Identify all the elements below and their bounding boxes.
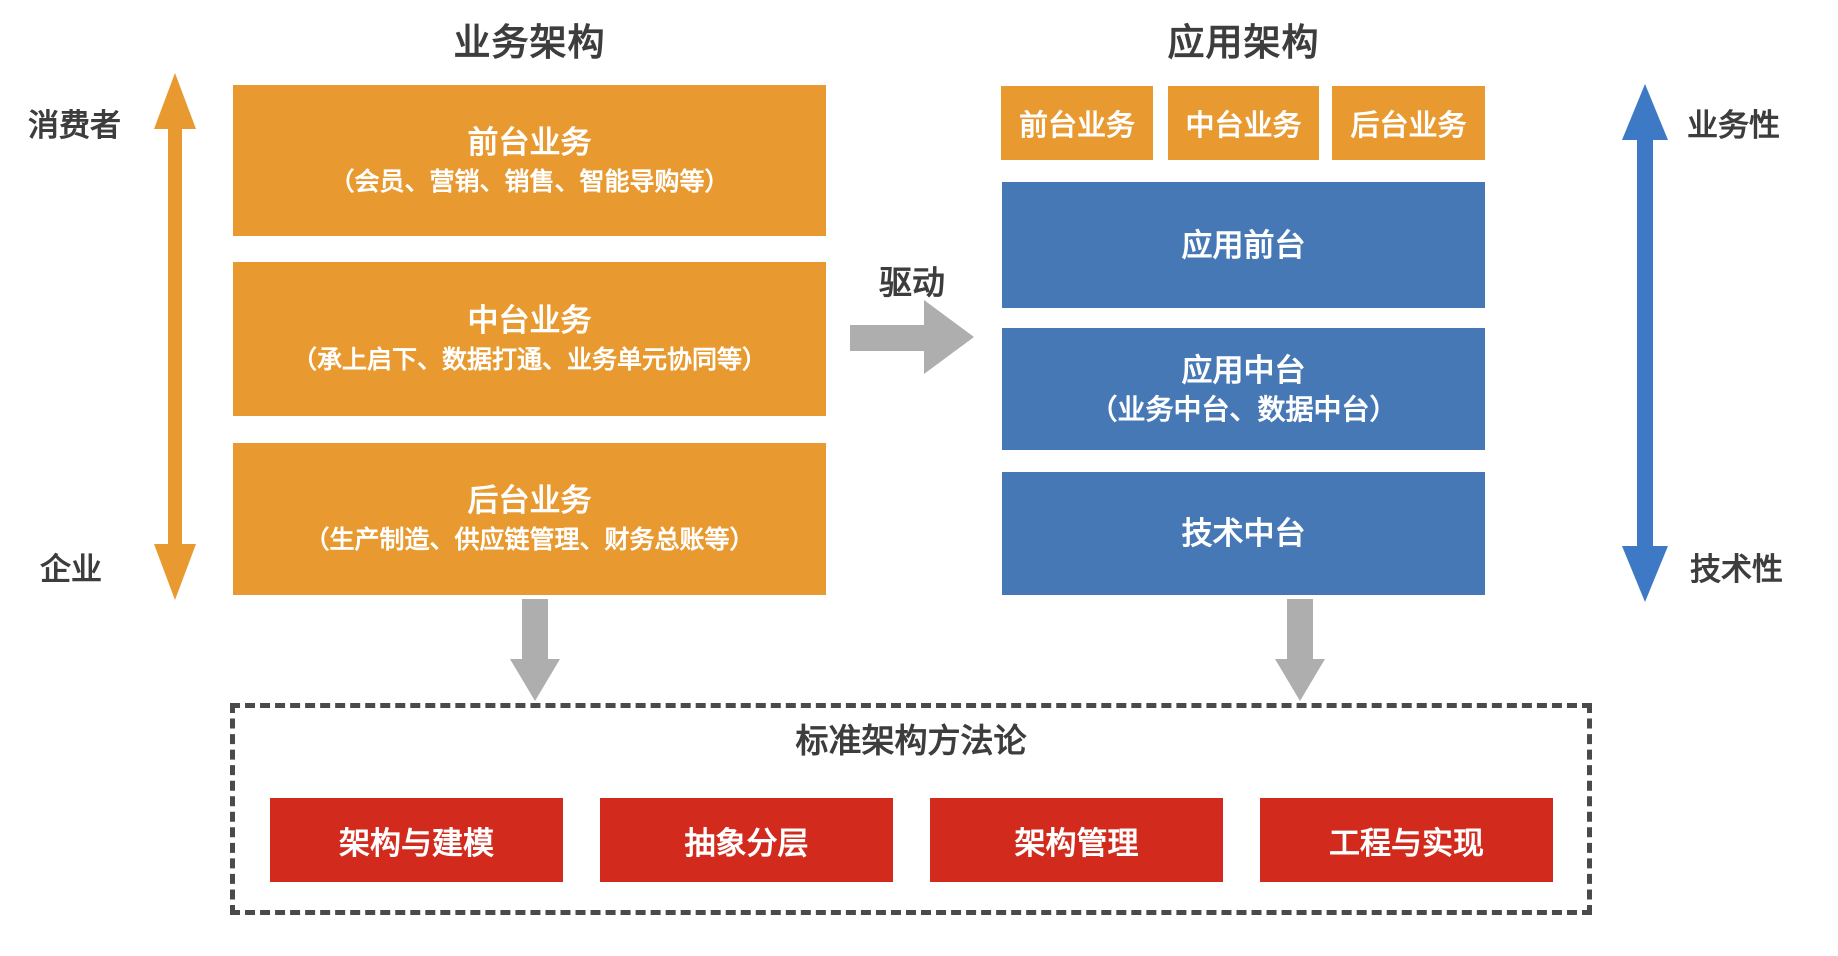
method-architecture-modeling-box: 架构与建模 — [270, 798, 563, 882]
method-engineering-implementation-box: 工程与实现 — [1260, 798, 1553, 882]
technology-middle-title: 技术中台 — [1181, 516, 1306, 551]
drive-right-arrow-icon — [850, 300, 974, 374]
back-office-business-box: 后台业务 （生产制造、供应链管理、财务总账等） — [233, 443, 826, 595]
application-front-box: 应用前台 — [1002, 182, 1485, 308]
middle-office-business-title: 中台业务 — [467, 303, 592, 338]
application-middle-box: 应用中台 （业务中台、数据中台） — [1002, 328, 1485, 450]
method-abstraction-layering-box: 抽象分层 — [600, 798, 893, 882]
chip-front-office-business: 前台业务 — [1001, 86, 1153, 160]
right-down-arrow-icon — [1275, 599, 1325, 701]
application-architecture-title: 应用架构 — [1167, 22, 1320, 63]
drive-label: 驱动 — [879, 264, 945, 301]
back-office-business-title: 后台业务 — [467, 483, 592, 518]
technology-middle-box: 技术中台 — [1002, 472, 1485, 595]
front-office-business-title: 前台业务 — [467, 124, 592, 160]
consumer-axis-label: 消费者 — [28, 108, 121, 143]
application-middle-subtitle: （业务中台、数据中台） — [1089, 393, 1398, 425]
business-technical-double-arrow-icon — [1622, 84, 1668, 602]
chip-middle-office-business: 中台业务 — [1168, 86, 1319, 160]
front-office-business-box: 前台业务 （会员、营销、销售、智能导购等） — [233, 85, 826, 236]
methodology-title: 标准架构方法论 — [795, 722, 1027, 759]
application-front-title: 应用前台 — [1181, 227, 1306, 263]
method-architecture-management-box: 架构管理 — [930, 798, 1223, 882]
chip-back-office-business: 后台业务 — [1332, 86, 1485, 160]
technical-nature-axis-label: 技术性 — [1690, 552, 1783, 587]
middle-office-business-subtitle: （承上启下、数据打通、业务单元协同等） — [291, 346, 767, 374]
left-down-arrow-icon — [510, 599, 560, 701]
consumer-enterprise-double-arrow-icon — [154, 73, 196, 600]
middle-office-business-box: 中台业务 （承上启下、数据打通、业务单元协同等） — [233, 262, 826, 416]
business-architecture-title: 业务架构 — [453, 22, 606, 63]
back-office-business-subtitle: （生产制造、供应链管理、财务总账等） — [304, 526, 755, 554]
business-nature-axis-label: 业务性 — [1687, 108, 1780, 143]
application-middle-title: 应用中台 — [1181, 352, 1306, 388]
enterprise-axis-label: 企业 — [40, 552, 102, 587]
methodology-dashed-container — [230, 703, 1592, 915]
front-office-business-subtitle: （会员、营销、销售、智能导购等） — [329, 167, 730, 196]
